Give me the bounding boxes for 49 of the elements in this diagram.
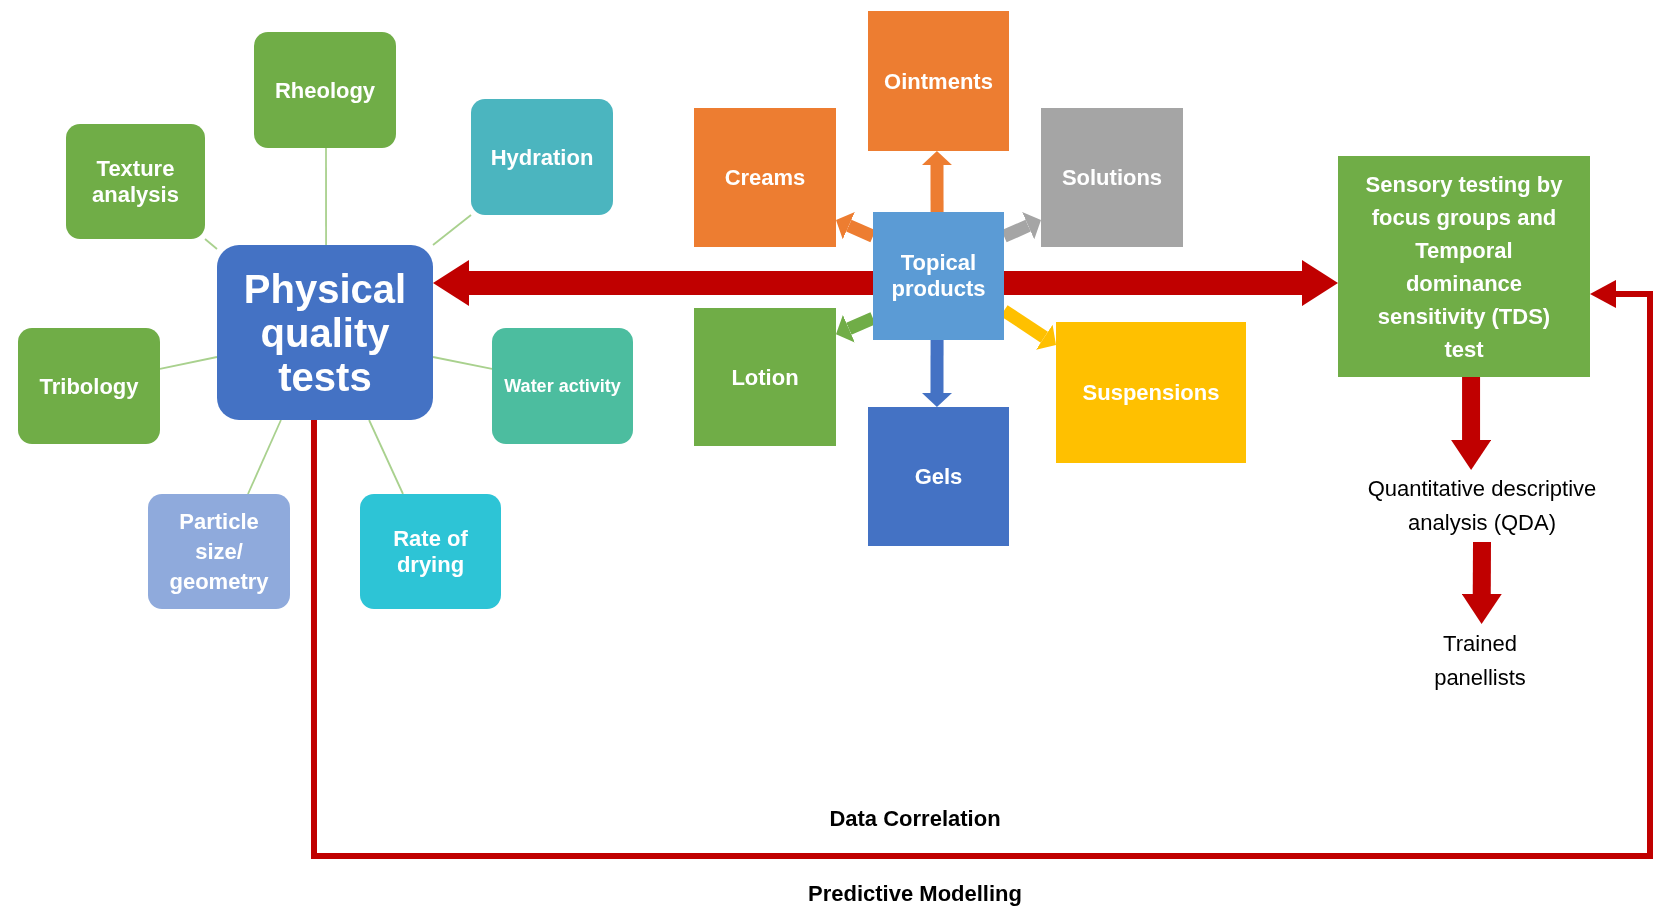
process-box xyxy=(694,308,836,446)
process-box xyxy=(868,11,1009,151)
connector-line xyxy=(204,238,218,250)
process-box xyxy=(217,245,433,420)
process-box xyxy=(873,212,1004,340)
step-text: Trained panellists xyxy=(1433,630,1527,692)
process-box xyxy=(492,328,633,444)
process-box xyxy=(1338,156,1590,377)
connector-line xyxy=(159,356,218,370)
box-label: Solutions xyxy=(1061,164,1163,192)
arrow xyxy=(1004,260,1338,307)
process-box xyxy=(868,407,1009,546)
connector-line xyxy=(325,147,327,246)
box-label: Texture analysis xyxy=(91,155,180,208)
connector-line xyxy=(432,356,493,370)
connector-line xyxy=(247,419,282,495)
connector-line xyxy=(432,214,472,246)
box-label: Ointments xyxy=(884,67,993,96)
line-label: Predictive Modelling xyxy=(807,880,1023,907)
box-label: Physical quality tests xyxy=(242,266,408,399)
box-label: Water activity xyxy=(504,375,621,397)
box-label: Particle size/ geometry xyxy=(168,507,270,596)
arrow xyxy=(433,260,873,306)
box-label: Creams xyxy=(724,164,806,192)
box-label: Rheology xyxy=(274,76,376,105)
arrow xyxy=(1461,541,1502,624)
process-box xyxy=(694,108,836,247)
arrow xyxy=(1451,377,1492,470)
process-box xyxy=(148,494,290,609)
box-label: Gels xyxy=(914,463,963,491)
arrow xyxy=(921,339,952,407)
box-label: Suspensions xyxy=(1082,379,1220,407)
process-box xyxy=(18,328,160,444)
step-text: Quantitative descriptive analysis (QDA) xyxy=(1366,475,1598,537)
process-box xyxy=(471,99,613,215)
process-box xyxy=(360,494,501,609)
box-label: Sensory testing by focus groups and Temporal dominance sensitivity (TDS) test xyxy=(1364,170,1564,364)
box-label: Topical products xyxy=(890,250,987,302)
arrow xyxy=(311,279,1653,859)
box-label: Lotion xyxy=(731,363,799,392)
process-box xyxy=(1041,108,1183,247)
arrow xyxy=(921,151,952,213)
process-box xyxy=(254,32,396,148)
connector-line xyxy=(368,419,404,495)
process-box xyxy=(1056,322,1246,463)
box-label: Rate of drying xyxy=(392,525,469,578)
box-label: Tribology xyxy=(39,372,139,401)
box-label: Hydration xyxy=(490,143,594,172)
process-box xyxy=(66,124,205,239)
